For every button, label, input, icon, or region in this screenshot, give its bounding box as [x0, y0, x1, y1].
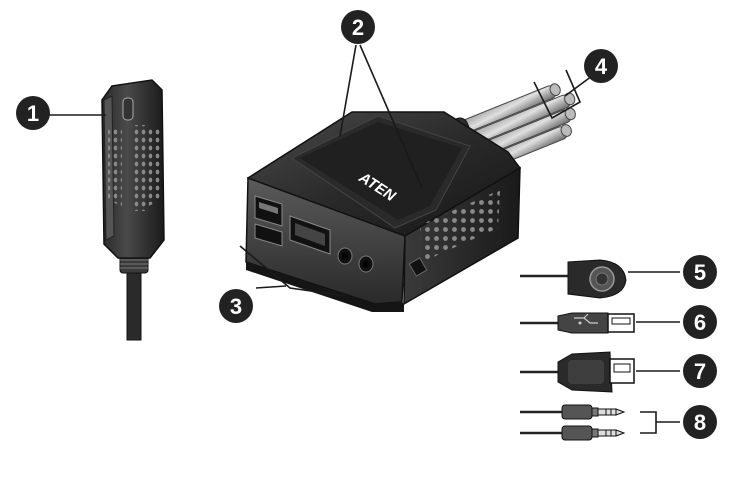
callout-4: 4: [584, 49, 618, 83]
audio-connectors: [520, 404, 626, 441]
callout-7: 7: [683, 354, 717, 388]
kvm-switch-unit: ATEN: [245, 111, 522, 312]
callout-6-label: 6: [694, 310, 706, 335]
display-connector: [520, 351, 635, 393]
callout-1-label: 1: [27, 101, 39, 126]
callout-2: 2: [341, 10, 375, 44]
remote-port-selector: [101, 79, 165, 341]
callout-3: 3: [219, 289, 253, 323]
callout-1: 1: [16, 96, 50, 130]
callout-8-label: 8: [694, 410, 706, 435]
leader-lines: [48, 44, 680, 434]
callout-5-label: 5: [694, 260, 706, 285]
callout-6: 6: [683, 305, 717, 339]
callout-3-label: 3: [230, 294, 242, 319]
usb-connector: [520, 312, 635, 334]
callout-2-label: 2: [352, 15, 364, 40]
callout-7-label: 7: [694, 359, 706, 384]
callout-8: 8: [683, 405, 717, 439]
callout-4-label: 4: [595, 54, 608, 79]
usb-port: [254, 195, 283, 247]
remote-connector: [520, 259, 627, 299]
video-port: [289, 215, 331, 255]
callout-5: 5: [683, 255, 717, 289]
